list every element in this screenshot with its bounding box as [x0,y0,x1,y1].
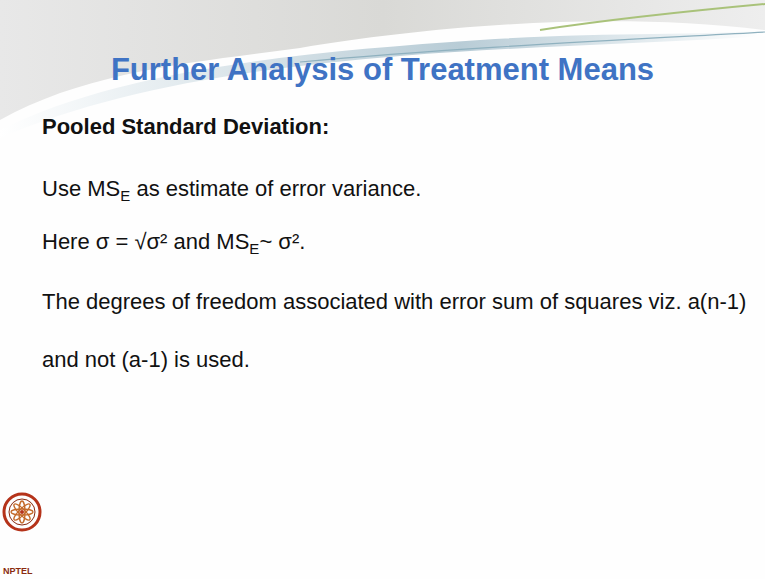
text-line: Here σ = √σ² and MSE~ σ². [42,229,305,257]
subscript: E [120,187,130,204]
logo-caption: NPTEL [3,566,33,576]
text-line: Pooled Standard Deviation: [42,114,329,140]
nptel-logo [4,494,40,530]
text-line: The degrees of freedom associated with e… [42,273,747,389]
body-text: The degrees of freedom associated with e… [42,289,746,372]
slide-title: Further Analysis of Treatment Means [0,52,765,88]
body-text: ~ σ². [259,229,305,254]
body-text: Here σ = √σ² and MS [42,229,249,254]
body-text: Pooled Standard Deviation: [42,114,329,139]
body-text: as estimate of error variance. [136,176,421,201]
subscript: E [249,240,259,257]
text-line: Use MSE as estimate of error variance. [42,176,421,204]
body-text: Use MS [42,176,120,201]
